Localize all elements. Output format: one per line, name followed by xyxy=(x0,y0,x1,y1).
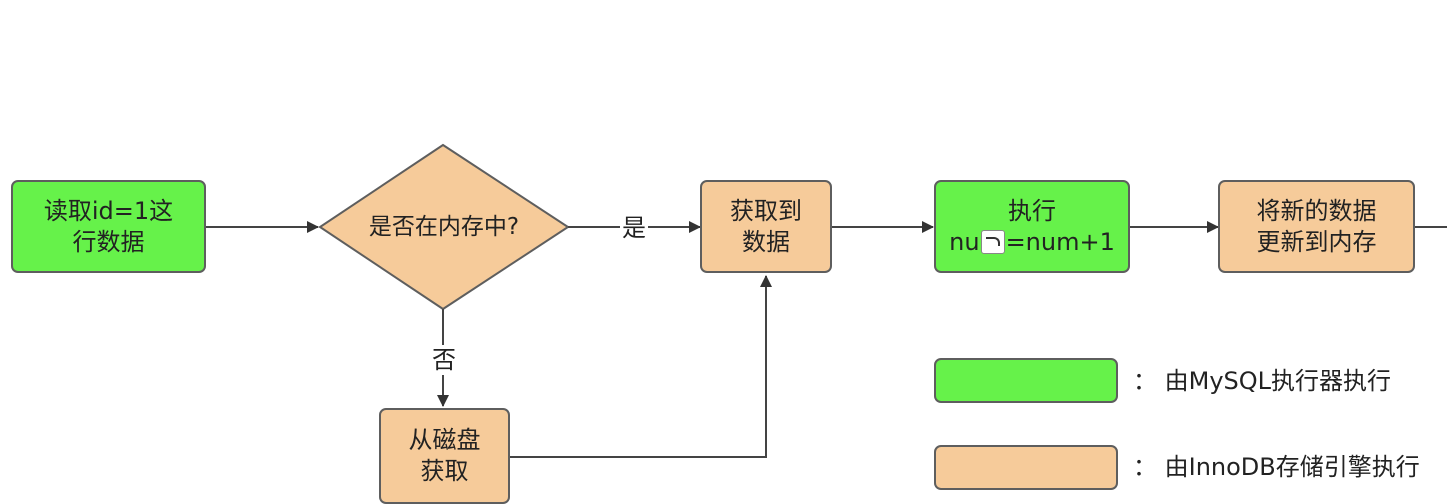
edge-label-no: 否 xyxy=(430,345,458,375)
node-read-row: 读取id=1这 行数据 xyxy=(11,180,206,273)
node-exec-line-1: 执行 xyxy=(1008,196,1056,225)
node-read-disk: 从磁盘 获取 xyxy=(379,408,510,504)
node-read-line-1: 读取id=1这 xyxy=(43,196,174,225)
node-read-line-2: 行数据 xyxy=(72,227,145,256)
node-got-data: 获取到 数据 xyxy=(700,180,832,273)
node-disk-line-1: 从磁盘 xyxy=(408,426,481,454)
decision-label: 是否在内存中? xyxy=(368,214,520,240)
node-update-memory: 将新的数据 更新到内存 xyxy=(1218,180,1415,273)
edge-label-yes: 是 xyxy=(620,213,648,243)
node-exec-line-2-pre: nu xyxy=(949,227,980,256)
legend-swatch-mysql xyxy=(934,358,1118,403)
node-exec-line-2: nu =num+1 xyxy=(949,227,1115,258)
edge-disk-to-got xyxy=(510,275,772,458)
node-update-line-2: 更新到内存 xyxy=(1256,227,1377,256)
node-got-line-2: 数据 xyxy=(742,227,790,256)
node-got-line-1: 获取到 xyxy=(730,196,802,225)
node-disk-line-2: 获取 xyxy=(420,457,469,485)
legend-label-mysql: ： 由MySQL执行器执行 xyxy=(1133,367,1392,395)
node-exec-line-2-post: =num+1 xyxy=(1005,227,1115,256)
node-execute: 执行 nu =num+1 xyxy=(934,180,1130,273)
broken-glyph-icon xyxy=(980,229,1005,254)
legend-swatch-innodb xyxy=(934,445,1118,490)
node-update-line-1: 将新的数据 xyxy=(1256,196,1377,225)
legend-label-innodb: ： 由InnoDB存储引擎执行 xyxy=(1133,453,1420,481)
